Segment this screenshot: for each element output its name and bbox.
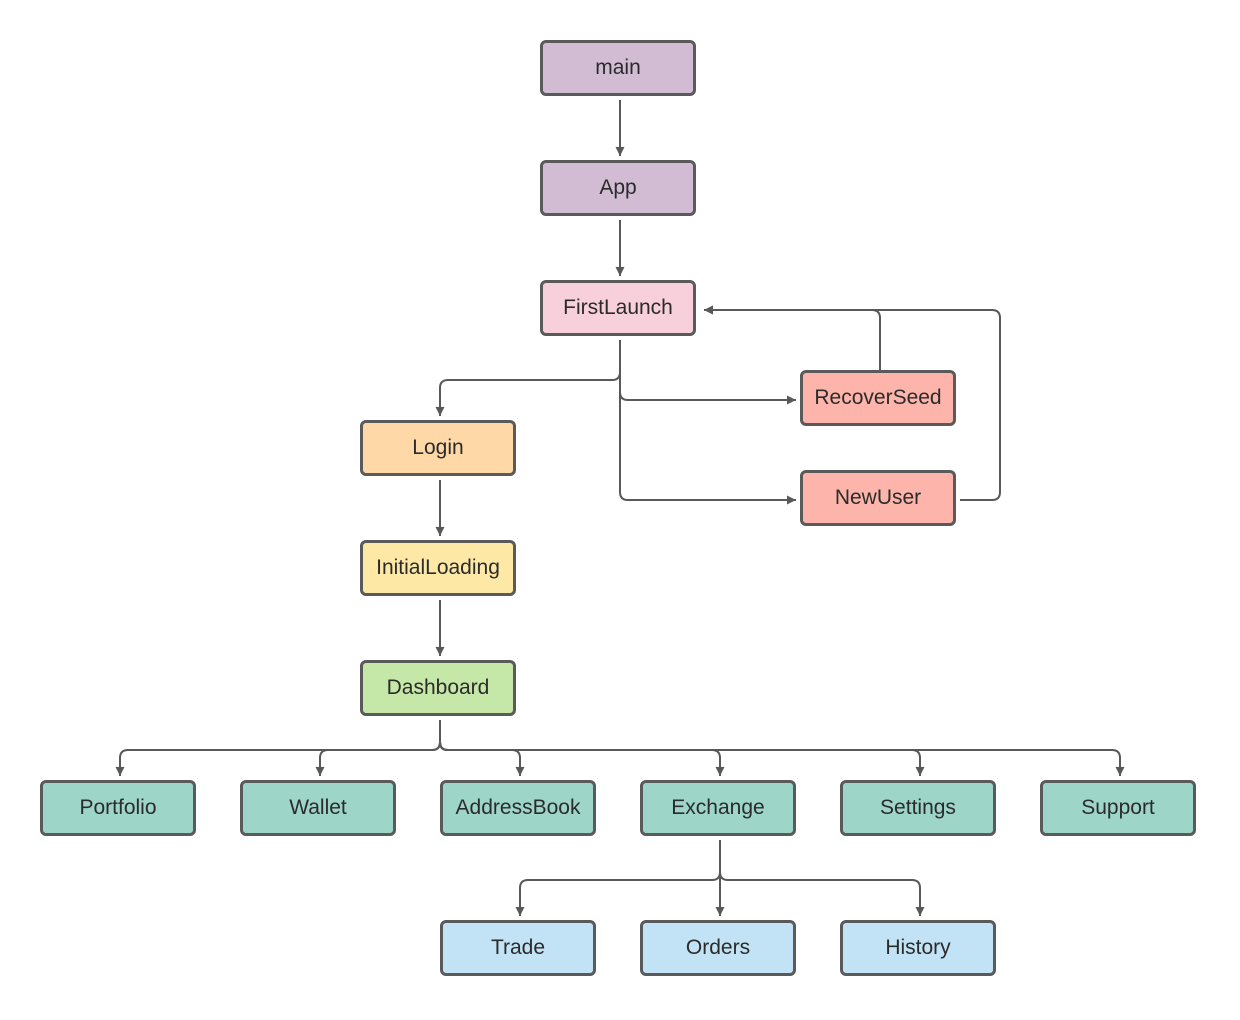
edge-firstlaunch-to-login bbox=[435, 340, 621, 416]
node-initialloading[interactable]: InitialLoading bbox=[360, 540, 516, 596]
node-initialloading-label: InitialLoading bbox=[376, 556, 500, 579]
edge-dashboard-to-settings bbox=[439, 720, 925, 776]
node-dashboard-label: Dashboard bbox=[386, 676, 490, 699]
edge-dashboard-to-support bbox=[439, 720, 1125, 776]
node-dashboard[interactable]: Dashboard bbox=[360, 660, 516, 716]
node-history-label: History bbox=[885, 936, 951, 959]
node-login[interactable]: Login bbox=[360, 420, 516, 476]
node-orders[interactable]: Orders bbox=[640, 920, 796, 976]
node-wallet-label: Wallet bbox=[289, 796, 347, 819]
node-newuser[interactable]: NewUser bbox=[800, 470, 956, 526]
node-exchange[interactable]: Exchange bbox=[640, 780, 796, 836]
node-addressbook-label: AddressBook bbox=[455, 796, 581, 819]
node-trade[interactable]: Trade bbox=[440, 920, 596, 976]
edge-dashboard-to-wallet bbox=[315, 720, 441, 776]
node-support-label: Support bbox=[1081, 796, 1155, 819]
node-exchange-label: Exchange bbox=[671, 796, 765, 819]
node-recoverseed[interactable]: RecoverSeed bbox=[800, 370, 956, 426]
edge-recoverseed-to-firstlaunch bbox=[704, 305, 881, 370]
node-orders-label: Orders bbox=[685, 936, 751, 959]
node-firstlaunch-label: FirstLaunch bbox=[563, 296, 673, 319]
node-settings-label: Settings bbox=[880, 796, 956, 819]
node-history[interactable]: History bbox=[840, 920, 996, 976]
node-wallet[interactable]: Wallet bbox=[240, 780, 396, 836]
edge-exchange-to-history bbox=[719, 840, 925, 916]
node-newuser-label: NewUser bbox=[834, 486, 922, 509]
node-main[interactable]: main bbox=[540, 40, 696, 96]
edge-newuser-to-firstlaunch bbox=[704, 305, 1001, 501]
edge-dashboard-to-portfolio bbox=[115, 720, 441, 776]
edge-exchange-to-trade bbox=[515, 840, 721, 916]
node-portfolio[interactable]: Portfolio bbox=[40, 780, 196, 836]
node-app-label: App bbox=[599, 176, 637, 199]
node-main-label: main bbox=[595, 56, 641, 79]
node-portfolio-label: Portfolio bbox=[79, 796, 157, 819]
node-settings[interactable]: Settings bbox=[840, 780, 996, 836]
node-support[interactable]: Support bbox=[1040, 780, 1196, 836]
node-addressbook[interactable]: AddressBook bbox=[440, 780, 596, 836]
edge-dashboard-to-addressbook bbox=[439, 720, 525, 776]
node-firstlaunch[interactable]: FirstLaunch bbox=[540, 280, 696, 336]
node-recoverseed-label: RecoverSeed bbox=[814, 386, 942, 409]
edge-firstlaunch-to-newuser bbox=[619, 340, 796, 505]
node-app[interactable]: App bbox=[540, 160, 696, 216]
node-login-label: Login bbox=[412, 436, 464, 459]
edge-firstlaunch-to-recoverseed bbox=[619, 340, 796, 405]
edge-dashboard-to-exchange bbox=[439, 720, 725, 776]
node-trade-label: Trade bbox=[490, 936, 546, 959]
